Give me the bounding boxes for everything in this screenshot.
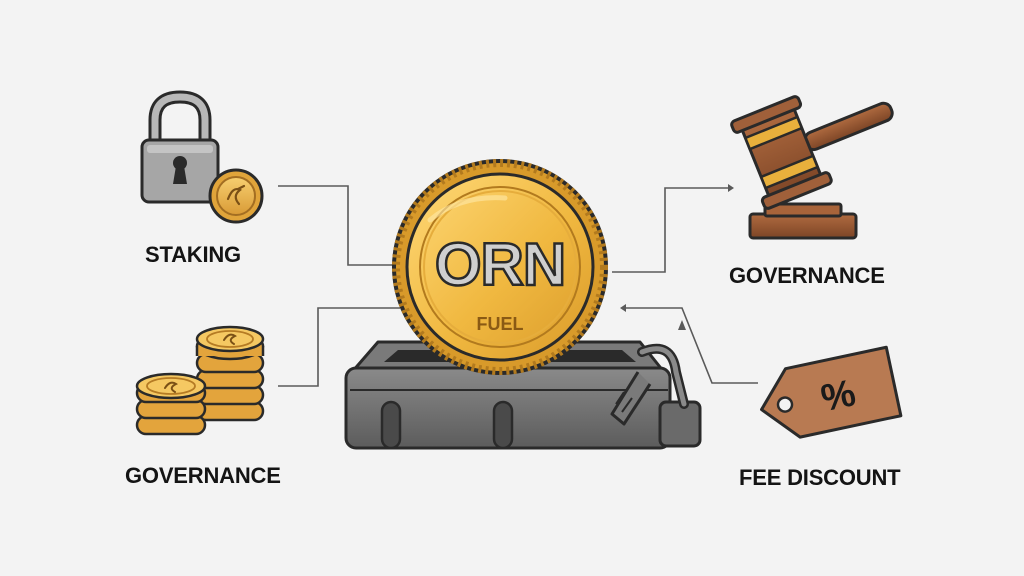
label-fee-discount: FEE DISCOUNT: [739, 465, 901, 490]
coin-ticker: ORN: [435, 231, 565, 298]
fuel-tank-icon: [344, 340, 702, 450]
connector-governance-left: [278, 307, 400, 387]
label-governance-left: GOVERNANCE: [125, 463, 281, 488]
price-tag-icon: %: [760, 345, 903, 439]
connector-governance-right: [612, 184, 734, 273]
padlock-icon: [140, 90, 220, 204]
orn-coin-icon: ORN FUEL: [392, 159, 608, 375]
connector-staking: [278, 185, 400, 266]
label-staking: STAKING: [145, 242, 241, 267]
gavel-icon: [730, 95, 894, 240]
staking-coin-icon: [208, 168, 264, 224]
coin-subtitle: FUEL: [477, 314, 524, 334]
label-governance-right: GOVERNANCE: [729, 263, 885, 288]
connector-fee-discount: [620, 304, 758, 384]
coin-stack-icon: [135, 325, 265, 436]
